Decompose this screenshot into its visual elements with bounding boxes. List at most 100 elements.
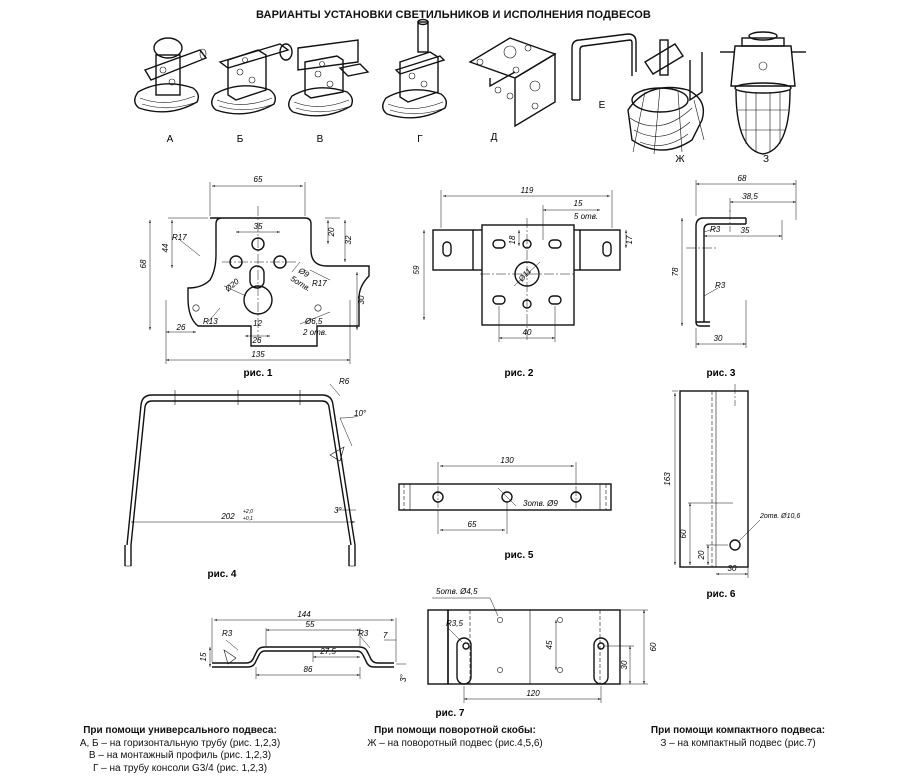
fig7-dim-120: 120 [526,689,540,698]
variant-a-illustration [134,37,208,113]
fig1-dim-30: 30 [357,295,366,304]
fig7-dim-5holes-d4-5: 5отв. Ø4,5 [436,587,478,596]
fig2-dim-15: 15 [574,199,583,208]
fig7-dim-55: 55 [306,620,315,629]
note-swivel-line: Ж – на поворотный подвес (рис.4,5,6) [367,737,543,749]
fig4-dim-10deg: 10° [354,409,367,418]
fig4-dim-r6: R6 [339,377,350,386]
fig5-dim-3holes-d9: 3отв. Ø9 [523,499,558,508]
fig7-dim-60: 60 [649,642,658,651]
fig7-dim-r3-left: R3 [222,629,233,638]
fig5-dim-65: 65 [468,520,477,529]
fig1-dim-r13: R13 [203,317,218,326]
fig3-dim-r3-bottom: R3 [715,281,726,290]
fig3-dim-68: 68 [738,174,747,183]
figure-2-drawing [423,190,627,342]
fig1-dim-d6-5: Ø6,5 [304,317,323,326]
fig1-dim-26-center: 26 [252,336,262,345]
fig7-dim-15: 15 [199,652,208,661]
fig3-dim-78: 78 [671,267,680,276]
fig2-dim-18: 18 [508,235,517,244]
fig1-dim-r17-right: R17 [312,279,327,288]
variant-f-illustration [571,33,637,101]
variant-g-label: Ж [675,154,685,165]
variant-h-label: З [763,154,769,165]
variant-c-illustration [288,39,370,117]
variant-b-illustration [211,43,293,115]
fig2-dim-5holes: 5 отв. [574,212,598,221]
figure-4-drawing [124,383,359,567]
note-universal-line: В – на монтажный профиль (рис. 1,2,3) [88,750,272,761]
note-swivel-heading: При помощи поворотной скобы: [374,725,536,736]
variant-c-label: В [317,134,324,145]
variant-d-illustration [382,18,448,119]
variant-e-label: Д [491,132,498,143]
fig2-dim-119: 119 [521,186,534,195]
fig7-dim-30: 30 [620,660,629,669]
note-universal-line: А, Б – на горизонтальную трубу (рис. 1,2… [79,737,281,749]
fig3-dim-30: 30 [714,334,723,343]
fig6-dim-30: 30 [728,564,737,573]
fig2-dim-40: 40 [523,328,532,337]
fig6-dim-20: 20 [697,550,706,560]
fig1-dim-12: 12 [253,319,262,328]
fig2-dim-17: 17 [625,235,634,244]
page-title: ВАРИАНТЫ УСТАНОВКИ СВЕТИЛЬНИКОВ И ИСПОЛН… [256,9,651,21]
fig6-dim-163: 163 [663,472,672,486]
variant-g-illustration [627,39,705,155]
fig6-caption: рис. 6 [707,589,736,600]
figure-1-drawing [149,182,370,364]
variant-a-label: А [167,134,174,145]
fig4-caption: рис. 4 [208,569,237,580]
fig1-dim-26-left: 26 [176,323,186,332]
fig1-dim-32: 32 [344,235,353,244]
figure-3-drawing [681,180,797,348]
fig7-dim-86: 86 [304,665,313,674]
fig4-dim-tol-lower: +0,1 [243,516,253,522]
fig3-dim-38-5: 38,5 [742,192,758,201]
note-compact-heading: При помощи компактного подвеса: [650,725,826,736]
variant-h-illustration [720,31,806,155]
fig1-dim-2holes: 2 отв. [302,328,327,337]
fig4-dim-tol-upper: +2,0 [243,509,253,515]
fig4-dim-202: 202 [220,512,235,521]
fig1-dim-65: 65 [254,175,263,184]
note-compact-line: З – на компактный подвес (рис.7) [660,737,816,749]
fig4-dim-3deg: 3° [334,506,342,515]
figure-7-plan-drawing [427,597,648,703]
fig1-dim-r17-left: R17 [172,233,187,242]
fig5-dim-130: 130 [500,456,514,465]
fig7-dim-45: 45 [545,640,554,649]
fig2-dim-59: 59 [412,265,421,274]
fig1-dim-68: 68 [139,259,148,268]
fig7-dim-3deg: 3° [399,673,408,681]
fig3-dim-r3-top: R3 [710,225,721,234]
figure-6-drawing [672,384,761,578]
fig1-dim-d20: Ø20 [223,277,242,295]
fig1-dim-44: 44 [161,243,170,252]
note-universal-heading: При помощи универсального подвеса: [83,725,277,736]
fig1-dim-135: 135 [251,350,265,359]
variant-e-illustration [468,37,557,128]
fig3-caption: рис. 3 [707,368,736,379]
note-universal-mount: При помощи универсального подвеса: А, Б … [60,725,300,775]
fig1-dim-20: 20 [327,227,336,237]
fig7-dim-r3-5: R3,5 [446,619,463,628]
fig2-caption: рис. 2 [505,368,534,379]
fig7-caption: рис. 7 [436,708,465,719]
fig5-caption: рис. 5 [505,550,534,561]
variant-b-label: Б [237,134,244,145]
fig3-dim-35: 35 [741,226,750,235]
fig7-dim-r3-right: R3 [358,629,369,638]
fig1-caption: рис. 1 [244,368,273,379]
variant-d-label: Г [417,134,423,145]
fig1-dim-5holes: 5отв. [289,274,312,293]
fig1-dim-35: 35 [254,222,263,231]
variant-f-label: Е [599,100,606,111]
fig7-dim-7: 7 [383,631,388,640]
note-universal-line: Г – на трубу консоли G3/4 (рис. 1,2,3) [92,762,268,774]
note-swivel-bracket: При помощи поворотной скобы: Ж – на пово… [345,725,565,750]
fig7-dim-144: 144 [297,610,311,619]
figure-5-drawing [398,462,612,534]
